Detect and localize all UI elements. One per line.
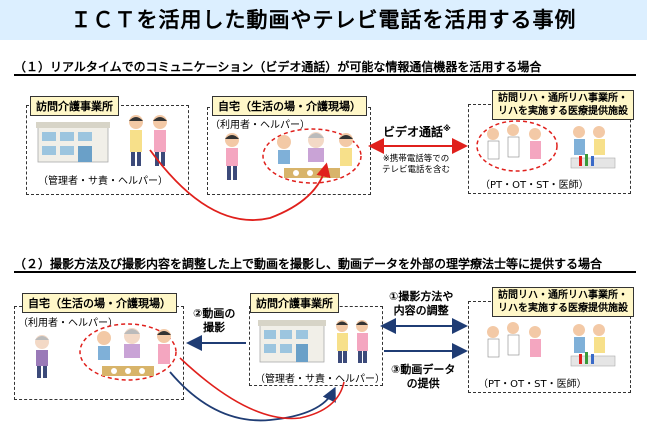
section2-visiting-care-office-label: 訪問介護事業所: [250, 293, 339, 313]
section2-home-caption: （利用者・ヘルパー）: [18, 318, 118, 329]
care-staff-illustration: [129, 115, 167, 166]
section1-medical-caption: （PT・OT・ST・医師）: [480, 180, 589, 191]
page-title: ＩＣＴを活用した動画やテレビ電話を活用する事例: [0, 0, 647, 40]
section1-visiting-care-office-caption: （管理者・サ責・ヘルパー）: [38, 176, 168, 187]
section1-medical-label: 訪問リハ・通所リハ事業所・ リハを実施する医療提供施設: [492, 90, 634, 120]
section2-visiting-care-office-caption: （管理者・サ責・ヘルパー）: [255, 374, 385, 385]
section1-underline: [14, 74, 636, 76]
home-care-scene-illustration: [225, 128, 362, 184]
section1-home-caption: （利用者・ヘルパー）: [210, 120, 310, 131]
section2-medical-staff-illustration: [487, 322, 616, 367]
section2-medical-caption: （PT・OT・ST・医師）: [478, 379, 587, 390]
step1-text: ①撮影方法や 内容の調整: [389, 290, 454, 317]
video-call-note: ※携帯電話等での テレビ電話を含む: [382, 154, 451, 175]
section2-home-label: 自宅（生活の場・介護現場）: [22, 293, 177, 313]
section2-underline: [14, 271, 636, 273]
home-filming-scene-illustration: [35, 323, 177, 381]
video-call-text: ビデオ通話※: [383, 123, 451, 140]
step2-text: ②動画の 撮影: [193, 307, 236, 334]
section2-medical-label: 訪問リハ・通所リハ事業所・ リハを実施する医療提供施設: [492, 287, 634, 317]
section1-heading: （１）リアルタイムでのコミュニケーション（ビデオ通話）が可能な情報通信機器を活用…: [14, 60, 542, 74]
section2-heading: （２）撮影方法及び撮影内容を調整した上で動画を撮影し、動画データを外部の理学療法…: [14, 257, 603, 271]
care-office-team-illustration: [258, 320, 368, 363]
step3-text: ③動画データ の提供: [391, 363, 456, 390]
care-office-building-illustration: [36, 122, 110, 163]
video-call-note-mark: ※: [443, 124, 451, 133]
medical-staff-illustration: [476, 120, 616, 172]
section1-home-label: 自宅（生活の場・介護現場）: [212, 96, 367, 116]
video-call-label: ビデオ通話: [383, 125, 444, 139]
section1-visiting-care-office-label: 訪問介護事業所: [30, 96, 119, 116]
